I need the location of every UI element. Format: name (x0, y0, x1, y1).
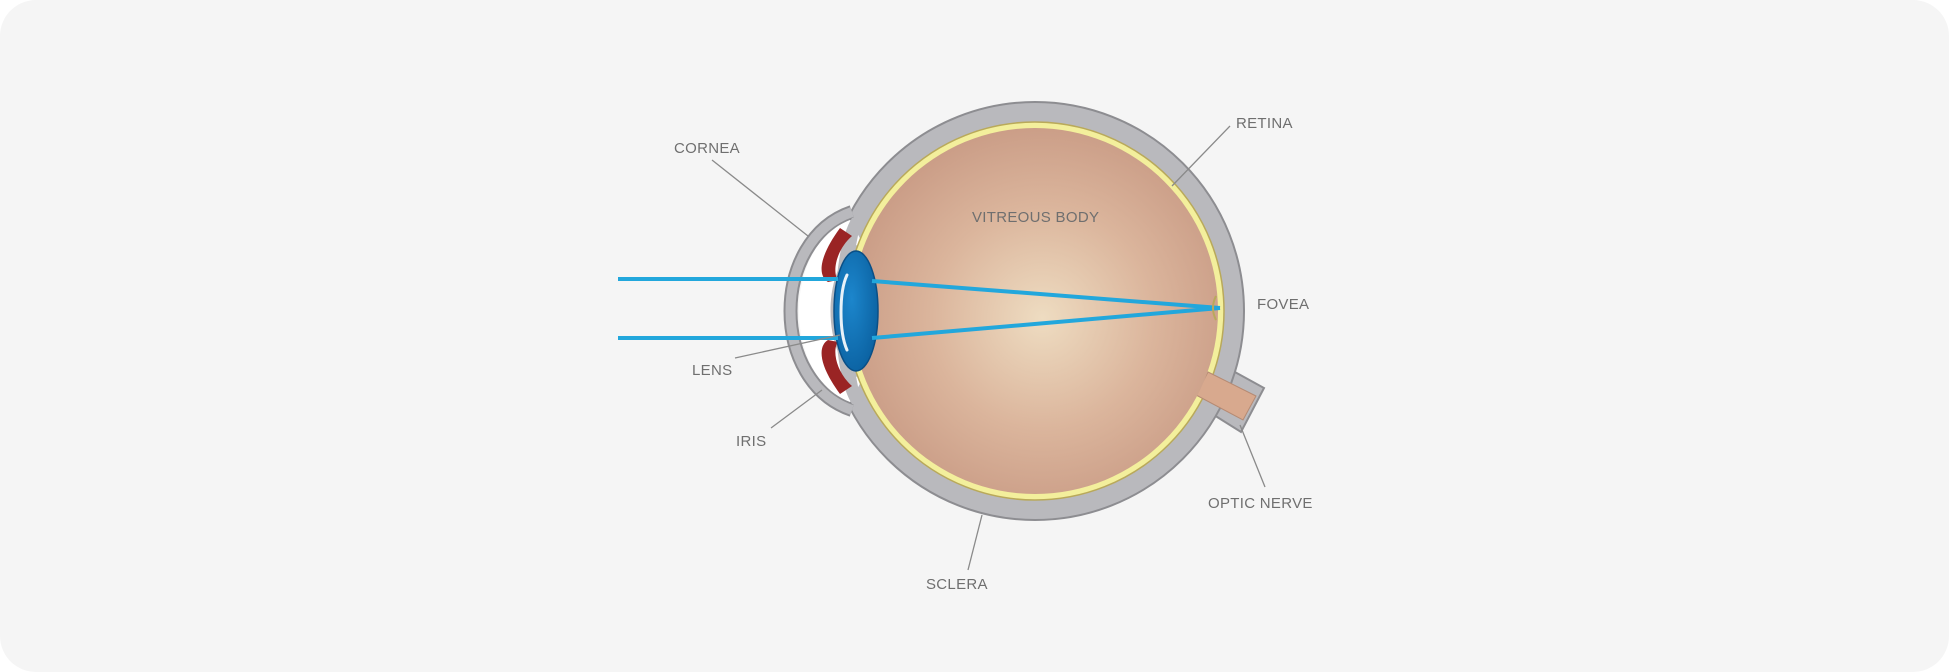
leader-cornea (711, 159, 809, 237)
label-iris: IRIS (736, 433, 766, 450)
label-retina: RETINA (1236, 115, 1293, 132)
label-optic-nerve: OPTIC NERVE (1208, 495, 1313, 512)
refracted-ray-upper (871, 279, 1221, 310)
leader-lens (734, 334, 841, 359)
anterior-chamber (799, 220, 862, 402)
fovea-dip (1212, 295, 1217, 321)
leader-lines (711, 125, 1266, 571)
refracted-ray-lower (871, 306, 1221, 340)
iris (821, 228, 852, 394)
label-lens: LENS (692, 362, 732, 379)
label-vitreous-body: VITREOUS BODY (972, 209, 1099, 226)
vitreous-body (852, 128, 1218, 494)
light-rays (618, 277, 1221, 340)
leader-optic-nerve (1239, 424, 1266, 488)
leader-iris (770, 389, 823, 429)
lens (833, 250, 879, 372)
leader-sclera (967, 514, 983, 571)
label-sclera: SCLERA (926, 576, 988, 593)
leader-retina (1171, 125, 1231, 187)
label-fovea: FOVEA (1257, 296, 1309, 313)
label-cornea: CORNEA (674, 140, 740, 157)
